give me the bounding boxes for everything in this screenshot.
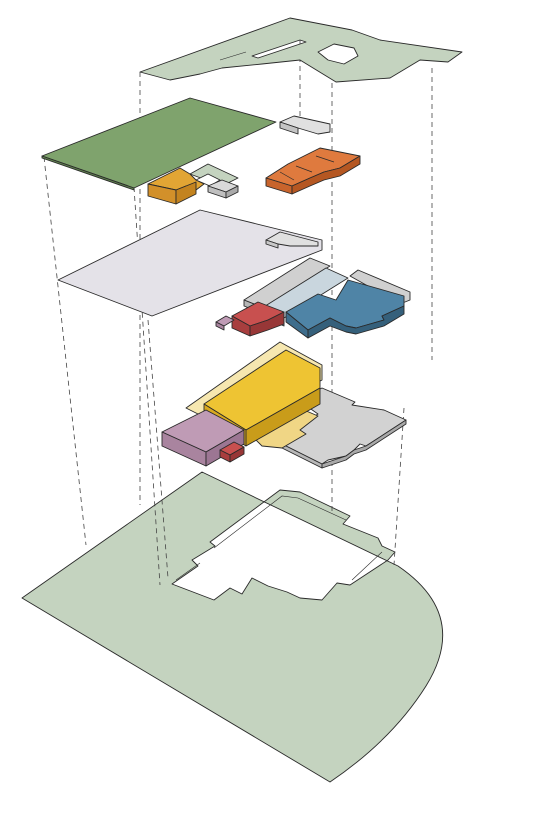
projection-line — [43, 156, 87, 546]
slab-plane — [57, 209, 323, 317]
middle-floor-layer — [215, 257, 411, 339]
green-roof-plane — [41, 97, 277, 189]
orange-steps-divisions — [279, 155, 335, 181]
site-cutout-edge — [175, 495, 383, 581]
upper-volumes-layer — [147, 115, 361, 205]
orange-ring-right — [175, 181, 197, 205]
grey-wing-front — [321, 419, 407, 469]
site-layer — [21, 471, 444, 783]
orange-steps-front — [291, 155, 361, 195]
red-volume-front — [249, 311, 285, 337]
roof-terrace-slot — [219, 51, 247, 61]
mauve-small-side — [215, 321, 225, 331]
ground-floor-layer — [161, 341, 407, 469]
slab-layer — [57, 209, 323, 317]
yellow-volume-right — [245, 387, 321, 447]
slab-grey-element-side — [265, 239, 279, 249]
grey-cube-right — [225, 185, 239, 199]
green-roof-layer — [41, 97, 277, 191]
projection-line — [393, 407, 405, 566]
projection-line — [147, 319, 169, 579]
site-ground-plane — [21, 471, 444, 783]
upper-grey-element-side — [279, 121, 299, 135]
blue-volume-front — [307, 305, 405, 339]
roof-terrace-plane — [139, 17, 463, 83]
green-roof-edge — [41, 155, 135, 191]
roof-terrace-layer — [139, 17, 463, 83]
red-small-right — [229, 446, 245, 463]
